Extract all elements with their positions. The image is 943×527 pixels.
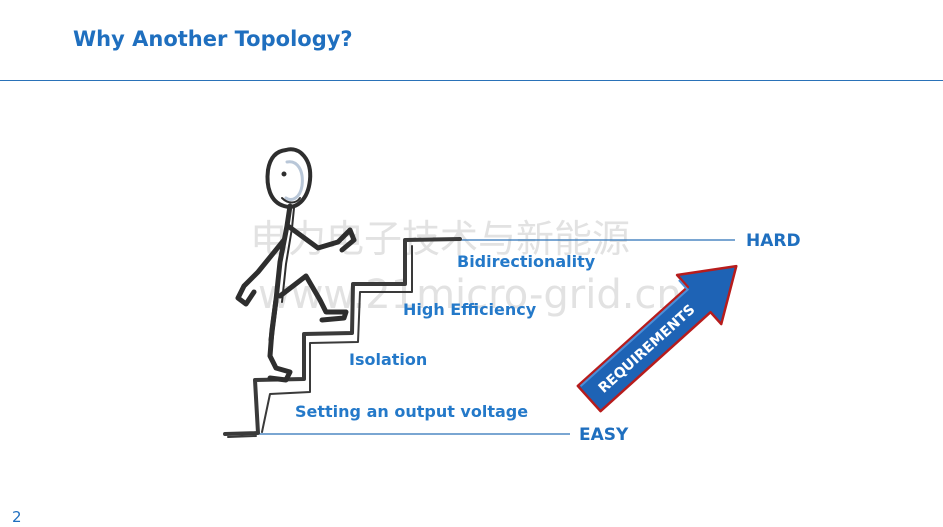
- figure-leg-back: [267, 297, 293, 383]
- hard-label: HARD: [746, 231, 801, 251]
- step-label-3: High Efficiency: [403, 300, 537, 319]
- figure-arm-right: [285, 223, 357, 253]
- figure-leg-front: [277, 273, 349, 323]
- stick-figure: [235, 147, 357, 383]
- step-label-2: Isolation: [349, 350, 428, 369]
- slide-title: Why Another Topology?: [73, 27, 353, 51]
- step-label-1: Setting an output voltage: [295, 402, 529, 421]
- easy-label: EASY: [579, 425, 629, 445]
- staircase: [223, 237, 462, 438]
- requirements-label: REQUIREMENTS: [596, 302, 699, 397]
- slide-number: 2: [12, 508, 22, 526]
- requirements-arrow: REQUIREMENTS: [576, 264, 738, 413]
- title-divider: [0, 80, 943, 81]
- figure-arm-left: [235, 237, 287, 307]
- step-label-4: Bidirectionality: [457, 252, 596, 271]
